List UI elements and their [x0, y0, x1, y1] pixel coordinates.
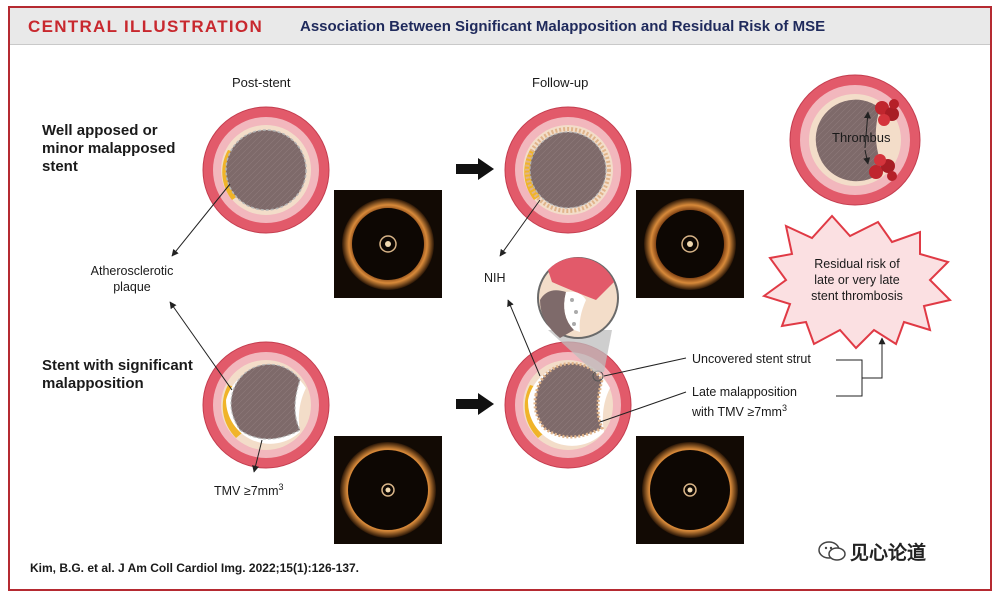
magnified-view	[537, 257, 619, 372]
row-header-line: Well apposed or	[42, 122, 158, 139]
risk-pointer	[862, 337, 886, 379]
label-atherosclerotic-plaque: Atherosclerotic plaque	[84, 263, 180, 295]
label-tmv-sup: 3	[278, 482, 284, 492]
wechat-icon	[818, 541, 846, 561]
label-tmv-text: TMV ≥7mm	[214, 484, 279, 499]
thrombus-clot-bottom	[869, 154, 897, 181]
vessel-well-apposed-post	[202, 106, 330, 234]
label-line: stent thrombosis	[811, 289, 903, 303]
label-line: with TMV ≥7mm	[692, 405, 782, 420]
vessel-thrombus	[789, 74, 921, 206]
oct-image-malapposed-followup	[636, 436, 744, 544]
label-line: Residual risk of	[814, 257, 900, 271]
nih-pointer-top	[499, 199, 541, 257]
central-illustration-tag: CENTRAL ILLUSTRATION	[28, 17, 264, 36]
figure-title: Association Between Significant Malappos…	[300, 18, 826, 35]
label-thrombus: Thrombus	[832, 130, 891, 145]
row-header-line: minor malapposed	[42, 140, 176, 157]
row-header-line: Stent with significant	[42, 357, 193, 374]
row-header-significant: Stent with significant malapposition	[42, 357, 193, 393]
row-header-line: stent	[42, 158, 78, 175]
label-nih: NIH	[484, 271, 506, 285]
progression-arrow-bottom	[456, 393, 494, 415]
thrombus-pointer-top	[863, 111, 871, 149]
thrombus-pointer-bottom	[863, 149, 871, 165]
label-line: Atherosclerotic	[90, 264, 174, 278]
progression-arrow-top	[456, 158, 494, 180]
label-late-sup: 3	[781, 403, 787, 413]
oct-image-well-apposed-post	[334, 190, 442, 298]
label-residual-risk: Residual risk of late or very late stent…	[800, 256, 914, 304]
label-late-malapposition: Late malapposition with TMV ≥7mm3	[692, 384, 797, 420]
label-line: late or very late	[814, 273, 900, 287]
column-header-follow-up: Follow-up	[532, 75, 589, 90]
oct-image-well-apposed-followup	[636, 190, 744, 298]
row-header-line: malapposition	[42, 375, 144, 392]
column-header-post-stent: Post-stent	[232, 75, 291, 90]
thrombus-clot-top	[875, 99, 899, 126]
vessel-malapposed-followup	[504, 341, 632, 469]
bracket	[836, 359, 863, 397]
row-header-well-apposed: Well apposed or minor malapposed stent	[42, 122, 175, 176]
watermark: 见心论道	[850, 542, 927, 564]
oct-image-malapposed-post	[334, 436, 442, 544]
vessel-malapposed-post	[202, 341, 330, 469]
label-line: plaque	[113, 280, 151, 294]
vessel-well-apposed-followup	[504, 106, 632, 234]
citation: Kim, B.G. et al. J Am Coll Cardiol Img. …	[30, 561, 359, 575]
late-malapposition-line	[599, 391, 687, 423]
label-tmv: TMV ≥7mm3	[214, 479, 284, 499]
label-line: Late malapposition	[692, 385, 797, 399]
plaque-pointer-bottom	[169, 301, 233, 391]
uncovered-strut-line	[603, 357, 687, 377]
plaque-pointer-top	[171, 183, 231, 257]
nih-pointer-bottom	[507, 299, 541, 377]
tmv-pointer	[252, 439, 263, 473]
label-uncovered-strut: Uncovered stent strut	[692, 352, 811, 366]
risk-starburst	[761, 214, 952, 350]
header-bar: CENTRAL ILLUSTRATION Association Between…	[10, 8, 990, 45]
